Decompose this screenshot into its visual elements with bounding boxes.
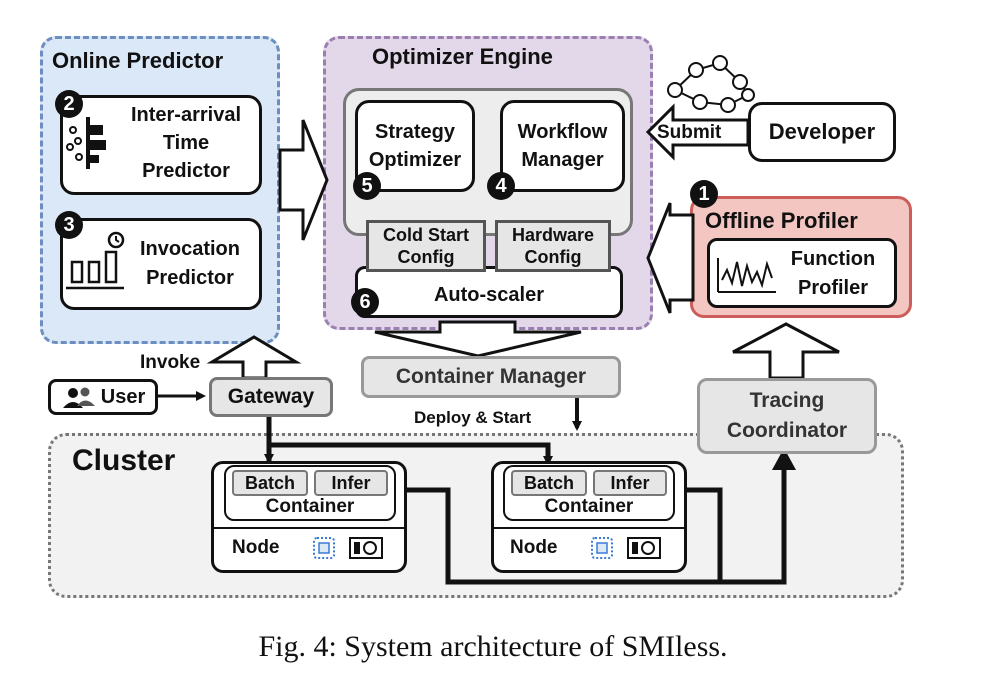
node-2-cpu-icon <box>591 537 613 559</box>
figure-caption: Fig. 4: System architecture of SMIless. <box>258 630 728 663</box>
user-box: User <box>48 379 158 415</box>
hardware-config: Hardware Config <box>495 220 611 272</box>
optimizer-engine-title: Optimizer Engine <box>372 44 553 69</box>
marker-1: 1 <box>690 180 718 208</box>
marker-5: 5 <box>353 172 381 200</box>
node-2-batch: Batch <box>511 470 587 496</box>
node-1-infer: Infer <box>314 470 388 496</box>
node-2-divider <box>493 527 685 529</box>
tracing-to-profiler-arrow <box>732 322 840 380</box>
node-1-cpu-icon <box>313 537 335 559</box>
node-2-infer: Infer <box>593 470 667 496</box>
invocation-label: Invocation Predictor <box>139 238 240 289</box>
workflow-manager: Workflow Manager <box>500 100 625 192</box>
offline-profiler-title: Offline Profiler <box>705 208 858 233</box>
function-profiler-label: Function Profiler <box>790 248 876 299</box>
auto-scaler: Auto-scaler <box>355 266 623 318</box>
marker-3: 3 <box>55 211 83 239</box>
marker-4: 4 <box>487 172 515 200</box>
node-1-divider <box>213 527 405 529</box>
marker-6: 6 <box>351 288 379 316</box>
workflow-graph-icon <box>667 55 755 113</box>
node-1-container-label: Container <box>265 496 355 517</box>
container-manager-box: Container Manager <box>361 356 621 398</box>
marker-2: 2 <box>55 90 83 118</box>
profiler-to-optimizer-arrow <box>646 202 695 314</box>
node-2-gpu-icon <box>627 537 661 559</box>
inter-arrival-label: Inter-arrival Time Predictor <box>130 104 242 182</box>
online-predictor-title: Online Predictor <box>52 48 224 73</box>
gateway-to-predictor-arrow <box>206 335 302 380</box>
invoke-label: Invoke <box>140 352 201 373</box>
users-icon <box>62 387 95 408</box>
node-2-label: Node <box>510 537 558 558</box>
node-2-container-label: Container <box>544 496 634 517</box>
predictor-to-optimizer-arrow <box>278 119 329 241</box>
optimizer-to-container-manager-arrow <box>374 320 582 358</box>
cluster-panel <box>48 433 904 598</box>
cluster-title: Cluster <box>72 444 176 477</box>
cold-start-config: Cold Start Config <box>366 220 486 272</box>
node-1-batch: Batch <box>232 470 308 496</box>
nodes-to-tracing-line <box>405 462 787 585</box>
strategy-optimizer: Strategy Optimizer <box>355 100 475 192</box>
node2-to-tracing-line <box>686 487 723 582</box>
tracing-coordinator-box: Tracing Coordinator <box>697 378 877 454</box>
node-1-label: Node <box>232 537 280 558</box>
gateway-box: Gateway <box>209 377 333 417</box>
tracing-arrowhead <box>772 448 796 470</box>
submit-label: Submit <box>657 122 722 143</box>
node-1-gpu-icon <box>349 537 383 559</box>
deploy-start-label: Deploy & Start <box>414 408 532 427</box>
developer-box: Developer <box>748 102 896 162</box>
submit-arrow <box>645 103 750 161</box>
